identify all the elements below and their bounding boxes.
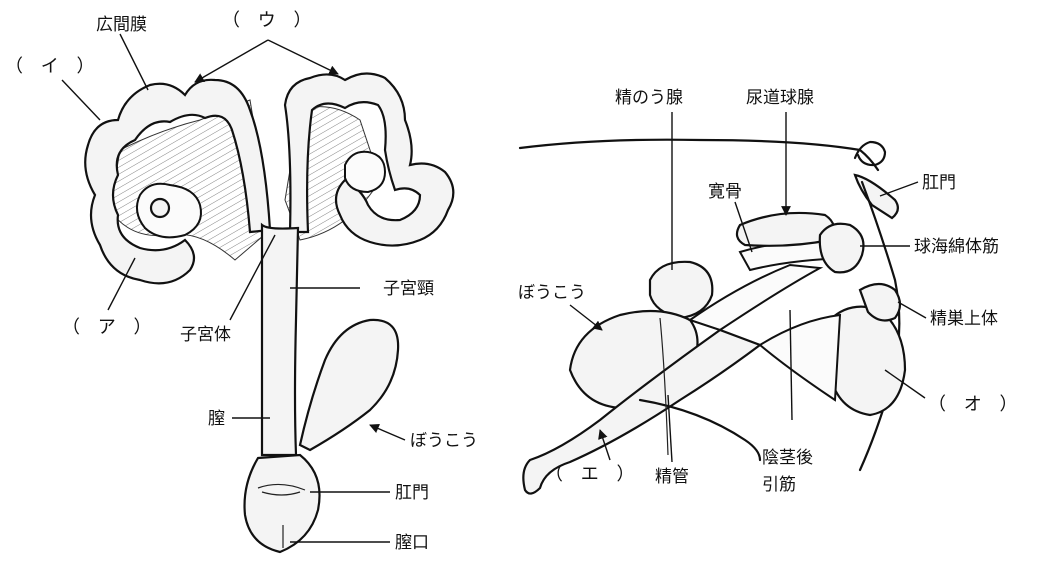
label-ischium: 寛骨 bbox=[708, 182, 742, 202]
label-retractor-line2: 引筋 bbox=[762, 475, 796, 495]
label-o: （ オ ） bbox=[928, 394, 1023, 415]
label-u: （ ウ ） bbox=[222, 10, 317, 31]
label-broad-ligament: 広間膜 bbox=[96, 15, 147, 35]
male-figure: 精のう腺 尿道球腺 肛門 寛骨 球海綿体筋 ぼうこう 精巣上体 （ オ ） （ … bbox=[518, 88, 1023, 495]
leader-u-right bbox=[268, 40, 338, 74]
label-e: （ エ ） bbox=[545, 464, 640, 485]
leader-female-bladder bbox=[370, 425, 405, 440]
leader-retractor bbox=[790, 310, 792, 420]
label-epididymis: 精巣上体 bbox=[930, 309, 998, 329]
label-male-anus: 肛門 bbox=[922, 173, 956, 193]
leader-male-bladder bbox=[570, 305, 602, 330]
leader-i bbox=[62, 80, 100, 120]
leader-u-left bbox=[195, 40, 268, 82]
label-female-anus: 肛門 bbox=[395, 483, 429, 503]
label-vaginal-opening: 膣口 bbox=[395, 533, 429, 553]
vulva bbox=[245, 455, 320, 552]
pelvic-outline bbox=[520, 140, 878, 170]
leader-broad-ligament bbox=[120, 34, 148, 90]
label-male-bladder: ぼうこう bbox=[518, 283, 586, 303]
label-i: （ イ ） bbox=[5, 56, 100, 77]
label-a: （ ア ） bbox=[62, 317, 157, 338]
tail bbox=[855, 142, 885, 165]
label-cervix: 子宮頸 bbox=[383, 279, 434, 299]
label-vagina: 膣 bbox=[208, 409, 225, 429]
spermatic-cord bbox=[760, 315, 840, 400]
label-retractor-line1: 陰茎後 bbox=[762, 448, 813, 468]
seminal-vesicle bbox=[650, 262, 712, 318]
leader-epididymis bbox=[898, 302, 926, 318]
testis bbox=[830, 307, 905, 415]
uterus-cervix-vagina bbox=[262, 225, 298, 455]
label-uterine-body: 子宮体 bbox=[180, 325, 231, 345]
label-seminal-vesicle: 精のう腺 bbox=[615, 88, 683, 108]
leader-male-anus bbox=[880, 182, 918, 196]
label-female-bladder: ぼうこう bbox=[410, 431, 478, 451]
label-bulbospongiosus: 球海綿体筋 bbox=[914, 237, 999, 257]
label-bulbourethral-gland: 尿道球腺 bbox=[746, 88, 814, 108]
right-ovary bbox=[345, 152, 385, 192]
label-vas-deferens: 精管 bbox=[655, 467, 689, 487]
female-figure: 広間膜 （ イ ） （ ウ ） （ ア ） 子宮体 子宮頸 膣 ぼうこう 肛門 … bbox=[5, 10, 478, 553]
bulbospongiosus-muscle bbox=[820, 224, 864, 273]
